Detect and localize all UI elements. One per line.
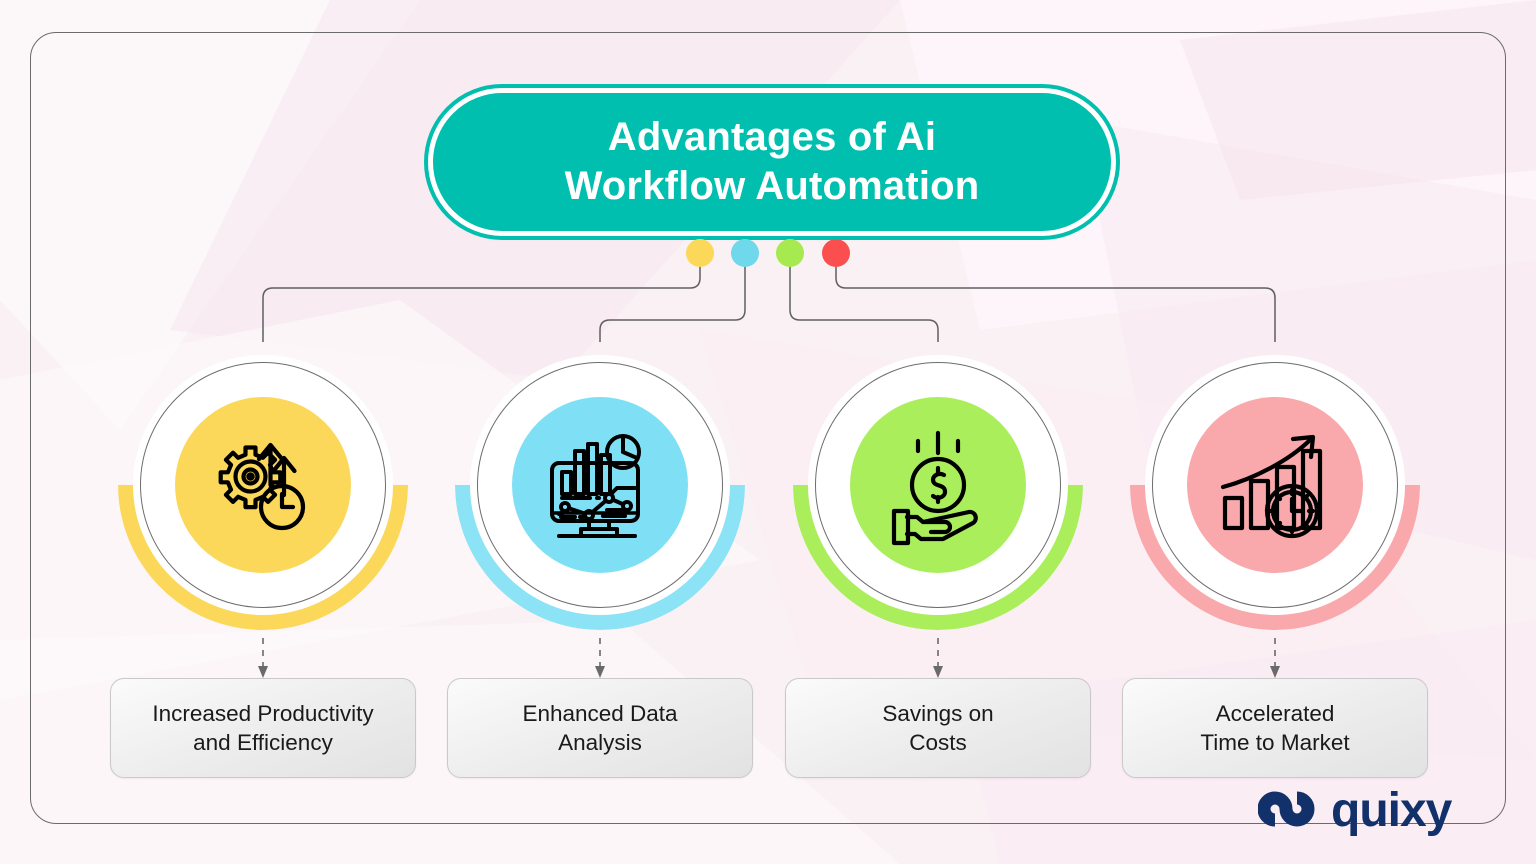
monitor-analytics-icon bbox=[550, 434, 641, 538]
quixy-infinity-knot-icon bbox=[1258, 791, 1315, 827]
label-text: Savings on Costs bbox=[882, 700, 994, 755]
title-banner: Advantages of Ai Workflow Automation bbox=[424, 84, 1120, 240]
node-inner-disc bbox=[512, 397, 688, 573]
label-text: Enhanced Data Analysis bbox=[522, 700, 678, 755]
dot-red bbox=[822, 239, 850, 267]
growth-chart-clock-icon bbox=[1220, 434, 1323, 539]
quixy-logo[interactable]: quixy bbox=[1258, 784, 1452, 837]
node-savings-on-costs[interactable] bbox=[793, 340, 1083, 630]
node-enhanced-data-analysis[interactable] bbox=[455, 340, 745, 630]
label-text: Accelerated Time to Market bbox=[1200, 700, 1350, 755]
dot-yellow bbox=[686, 239, 714, 267]
label-box-increased-productivity[interactable]: Increased Productivity and Efficiency bbox=[110, 678, 416, 778]
node-outline-circle bbox=[815, 362, 1061, 608]
dot-green bbox=[776, 239, 804, 267]
label-box-savings-on-costs[interactable]: Savings on Costs bbox=[785, 678, 1091, 778]
node-outline-circle bbox=[477, 362, 723, 608]
node-outline-circle bbox=[1152, 362, 1398, 608]
gear-clock-arrows-icon bbox=[218, 442, 306, 531]
node-inner-disc bbox=[175, 397, 351, 573]
node-inner-disc bbox=[1187, 397, 1363, 573]
node-increased-productivity[interactable] bbox=[118, 340, 408, 630]
node-accelerated-time-to-market[interactable] bbox=[1130, 340, 1420, 630]
label-box-accelerated-time-to-market[interactable]: Accelerated Time to Market bbox=[1122, 678, 1428, 778]
label-box-enhanced-data-analysis[interactable]: Enhanced Data Analysis bbox=[447, 678, 753, 778]
hand-holding-dollar-icon bbox=[891, 430, 978, 546]
node-inner-disc bbox=[850, 397, 1026, 573]
quixy-wordmark: quixy bbox=[1331, 784, 1452, 837]
dot-cyan bbox=[731, 239, 759, 267]
label-text: Increased Productivity and Efficiency bbox=[152, 700, 374, 755]
page-title: Advantages of Ai Workflow Automation bbox=[564, 115, 980, 208]
node-outline-circle bbox=[140, 362, 386, 608]
